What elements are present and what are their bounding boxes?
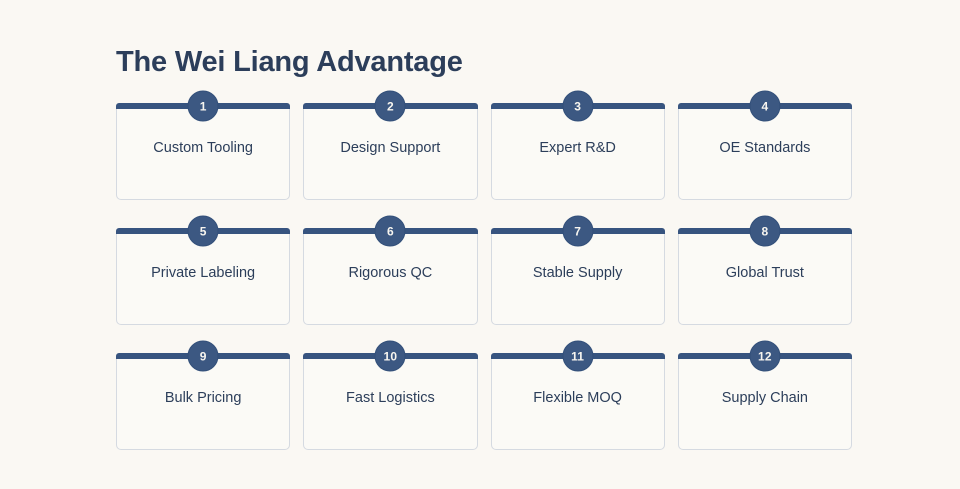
card-label: Supply Chain bbox=[721, 390, 808, 406]
card-label: Custom Tooling bbox=[153, 140, 253, 156]
card-number-badge: 9 bbox=[187, 340, 219, 372]
card-number-badge: 10 bbox=[374, 340, 406, 372]
card-body bbox=[116, 231, 291, 325]
card-number-badge: 4 bbox=[749, 90, 781, 122]
card-body bbox=[116, 106, 291, 200]
card-label: Flexible MOQ bbox=[533, 390, 622, 406]
card-label: Global Trust bbox=[725, 265, 804, 281]
card-body bbox=[677, 231, 852, 325]
card-label: Expert R&D bbox=[539, 140, 616, 156]
card-number-badge: 8 bbox=[749, 215, 781, 247]
card-number-badge: 1 bbox=[187, 90, 219, 122]
advantage-card[interactable]: 4 OE Standards bbox=[677, 90, 852, 200]
card-body bbox=[490, 231, 665, 325]
card-body bbox=[490, 106, 665, 200]
card-body bbox=[303, 356, 478, 450]
card-number-badge: 3 bbox=[562, 90, 594, 122]
card-body bbox=[490, 356, 665, 450]
card-number-badge: 12 bbox=[749, 340, 781, 372]
card-number-badge: 7 bbox=[562, 215, 594, 247]
card-number-badge: 11 bbox=[562, 340, 594, 372]
card-body bbox=[677, 106, 852, 200]
card-label: Rigorous QC bbox=[348, 265, 433, 281]
card-label: Fast Logistics bbox=[346, 390, 435, 406]
card-label: Bulk Pricing bbox=[164, 390, 242, 406]
card-number-badge: 5 bbox=[187, 215, 219, 247]
card-body bbox=[116, 356, 291, 450]
card-number-badge: 2 bbox=[374, 90, 406, 122]
card-number-badge: 6 bbox=[374, 215, 406, 247]
card-label: Design Support bbox=[340, 140, 441, 156]
card-body bbox=[303, 106, 478, 200]
card-label: OE Standards bbox=[719, 140, 811, 156]
card-label: Private Labeling bbox=[151, 265, 256, 281]
card-label: Stable Supply bbox=[532, 265, 623, 281]
card-body bbox=[677, 356, 852, 450]
card-body bbox=[303, 231, 478, 325]
page-title: The Wei Liang Advantage bbox=[116, 46, 463, 79]
